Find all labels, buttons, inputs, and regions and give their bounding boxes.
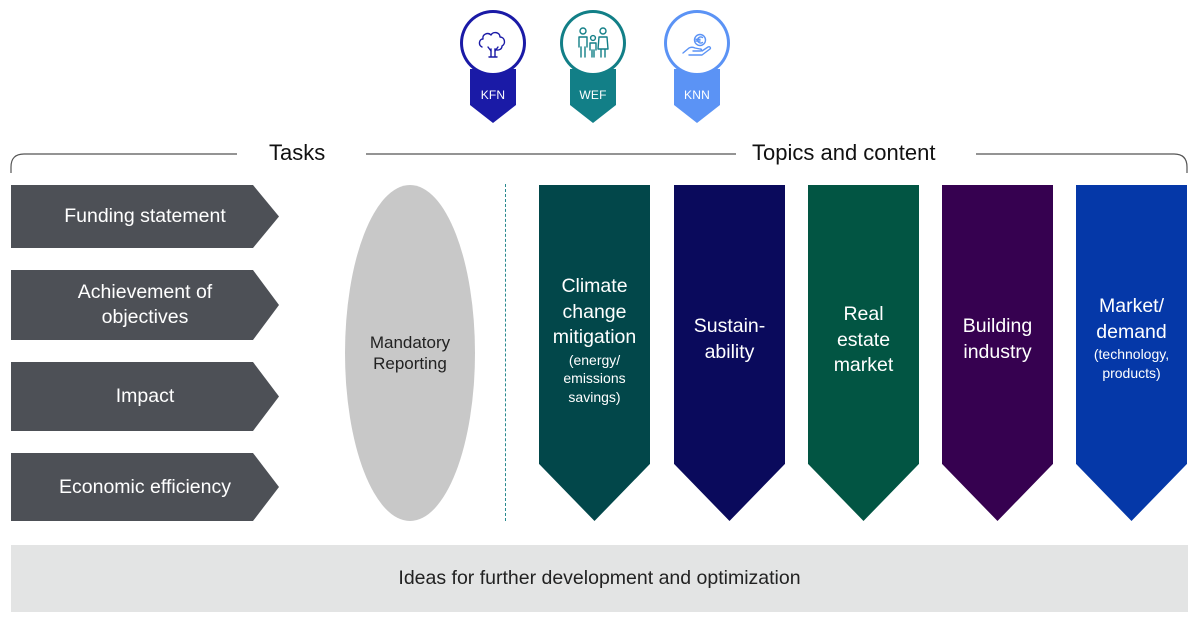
task-label: Achievement of objectives — [77, 281, 213, 328]
topic-line: Sustain- — [693, 315, 766, 337]
badge-kfn: KFN — [458, 9, 528, 123]
task-label: Impact — [115, 385, 175, 407]
reporting-line-1: Mandatory — [369, 333, 451, 352]
topic-line: market — [833, 354, 894, 376]
dashed-divider — [505, 184, 506, 521]
tree-icon — [478, 31, 506, 58]
topic-sustainability: Sustain- ability — [674, 185, 785, 521]
badge-label-wef: WEF — [579, 88, 607, 102]
topics-heading: Topics and content — [752, 140, 936, 165]
mandatory-reporting-ellipse: Mandatory Reporting — [345, 185, 475, 521]
ideas-bar: Ideas for further development and optimi… — [11, 545, 1188, 612]
topic-line: Building — [962, 315, 1033, 337]
topic-subline: savings) — [568, 388, 621, 405]
badge-wef: WEF — [558, 9, 628, 123]
header-bracket-tasks — [10, 153, 237, 173]
badge-label-knn: KNN — [684, 88, 710, 102]
task-label: Economic efficiency — [59, 475, 231, 498]
topic-line: Market/ — [1098, 295, 1164, 317]
task-achievement-of-objectives: Achievement of objectives — [11, 270, 279, 340]
family-icon — [578, 27, 609, 58]
topic-subline: (technology, — [1093, 346, 1170, 362]
topic-line: mitigation — [552, 326, 637, 348]
reporting-line-2: Reporting — [373, 354, 447, 373]
task-economic-efficiency: Economic efficiency — [11, 453, 279, 521]
topic-real-estate-market: Real estate market — [808, 185, 919, 521]
topic-subline: emissions — [563, 370, 626, 386]
badge-knn: KNN — [662, 9, 732, 123]
topic-line: demand — [1096, 320, 1167, 343]
topic-line: Climate — [561, 275, 628, 297]
task-label: Funding statement — [64, 205, 226, 227]
topic-line: change — [562, 300, 627, 323]
topic-building-industry: Building industry — [942, 185, 1053, 521]
topic-line: estate — [836, 328, 891, 351]
topic-line: industry — [963, 340, 1032, 363]
tasks-heading: Tasks — [269, 140, 326, 165]
badge-label-kfn: KFN — [480, 88, 506, 102]
topic-climate-change-mitigation: Climate change mitigation (energy/ emiss… — [539, 185, 650, 521]
header-divider — [366, 153, 736, 155]
task-impact: Impact — [11, 362, 279, 431]
topic-line: ability — [704, 340, 755, 363]
euro-hand-icon — [682, 33, 712, 56]
topic-subline: (energy/ — [568, 351, 621, 368]
topic-line: Real — [843, 303, 884, 325]
ideas-bar-label: Ideas for further development and optimi… — [398, 567, 801, 589]
task-funding-statement: Funding statement — [11, 185, 279, 248]
header-bracket-topics — [976, 153, 1188, 173]
topic-subline: products) — [1102, 364, 1161, 381]
topic-market-demand: Market/ demand (technology, products) — [1076, 185, 1187, 521]
